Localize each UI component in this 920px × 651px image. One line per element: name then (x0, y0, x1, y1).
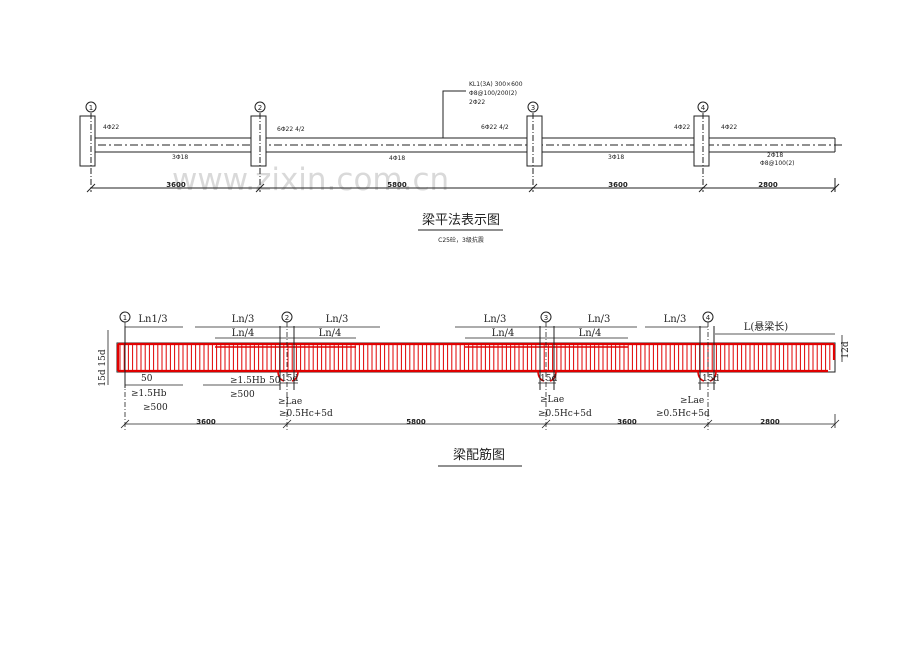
label-lae-3: ≥Lae (540, 395, 564, 405)
plan-span-2: 5800 (387, 181, 407, 189)
plan-view (79, 90, 845, 231)
plan-span-4: 2800 (758, 181, 778, 189)
label-hc-2: ≥0.5Hc+5d (279, 409, 333, 419)
annotation-leader (442, 90, 466, 138)
plan-axis-3: 3 (531, 104, 535, 112)
label-right-12d: 12d (841, 341, 851, 358)
label-left-15d-top: 15d (98, 349, 108, 366)
column-4 (693, 113, 710, 192)
rebar-span-4: 2800 (760, 418, 780, 426)
label-cantilever-stirrup: Φ8@100(2) (760, 160, 795, 167)
axis-bubble-1 (85, 101, 97, 113)
longitudinal-bars (116, 342, 836, 373)
label-1-5hb-b: ≥1.5Hb (230, 376, 266, 386)
label-span3-bottom: 3Φ18 (608, 154, 624, 161)
label-s4-ln3: Ln/3 (664, 314, 687, 325)
label-cantilever-bottom: 2Φ18 (767, 152, 783, 159)
column-1 (79, 113, 96, 192)
label-500-a: ≥500 (143, 403, 168, 413)
rebar-axis-1: 1 (123, 314, 127, 322)
label-s2-left-ln4: Ln/4 (232, 328, 255, 339)
label-15d-2: 15d (281, 374, 298, 384)
label-50-a: 50 (141, 374, 153, 384)
rebar-axis-3: 3 (544, 314, 548, 322)
label-s3-left-ln3: Ln/3 (484, 314, 507, 325)
plan-axis-4: 4 (701, 104, 706, 112)
label-s3-left-ln4: Ln/4 (492, 328, 515, 339)
label-s1-ln: Ln1/3 (138, 314, 167, 325)
watermark-text: www.zixin.com.cn (172, 162, 449, 198)
column-2 (250, 113, 267, 192)
label-span1-bottom: 3Φ18 (172, 154, 188, 161)
label-15d-3: 15d (540, 374, 557, 384)
plan-title: 梁平法表示图 (422, 213, 500, 228)
label-s2-left-ln3: Ln/3 (232, 314, 255, 325)
label-hc-3: ≥0.5Hc+5d (538, 409, 592, 419)
rebar-title: 梁配筋图 (453, 447, 505, 463)
rebar-axis-4: 4 (706, 314, 711, 322)
label-1-5hb-a: ≥1.5Hb (131, 389, 167, 399)
label-s2-right-ln3: Ln/3 (326, 314, 349, 325)
column-3 (526, 113, 543, 192)
rebar-columns (124, 326, 715, 390)
label-a3-top: 6Φ22 4/2 (481, 124, 509, 131)
label-500-b: ≥500 (230, 390, 255, 400)
label-span2-bottom: 4Φ18 (389, 155, 405, 162)
label-a1-top: 4Φ22 (103, 124, 119, 131)
label-15d-4: 15d (702, 374, 719, 384)
label-a4-top-right: 4Φ22 (721, 124, 737, 131)
label-s3-right-ln3: Ln/3 (588, 314, 611, 325)
rebar-side-dimensions (107, 330, 843, 385)
annotation-line-3: 2Φ22 (469, 99, 485, 106)
label-a4-top-left: 4Φ22 (674, 124, 690, 131)
rebar-bottom-dimensions (120, 382, 840, 429)
plan-axis-1: 1 (89, 104, 93, 112)
label-lae-2: ≥Lae (278, 397, 302, 407)
label-50-b: 50 (269, 376, 281, 386)
rebar-span-1: 3600 (196, 418, 216, 426)
label-s2-right-ln4: Ln/4 (319, 328, 342, 339)
axis-bubble-2 (254, 101, 266, 113)
axis-bubble-4 (697, 101, 709, 113)
label-a2-top: 6Φ22 4/2 (277, 126, 305, 133)
label-cantilever-length: L(悬梁长) (744, 320, 789, 333)
label-left-15d-bottom: 15d (98, 369, 108, 386)
rebar-axis-lines (124, 322, 709, 430)
label-s3-right-ln4: Ln/4 (579, 328, 602, 339)
label-lae-4: ≥Lae (680, 396, 704, 406)
rebar-axis-bubbles (119, 311, 714, 323)
stirrup-group (119, 345, 831, 370)
label-hc-4: ≥0.5Hc+5d (656, 409, 710, 419)
annotation-line-2: Φ8@100/200(2) (469, 90, 517, 97)
plan-axis-2: 2 (258, 104, 262, 112)
plan-span-3: 3600 (608, 181, 628, 189)
rebar-span-3: 3600 (617, 418, 637, 426)
axis-bubble-3 (527, 101, 539, 113)
rebar-axis-2: 2 (285, 314, 289, 322)
plan-span-1: 3600 (166, 181, 186, 189)
plan-subtitle: C25砼，3级抗震 (438, 236, 484, 244)
annotation-line-1: KL1(3A) 300×600 (469, 81, 523, 88)
rebar-span-2: 5800 (406, 418, 426, 426)
rebar-top-dimensions (125, 326, 835, 339)
rebar-view (107, 311, 843, 467)
